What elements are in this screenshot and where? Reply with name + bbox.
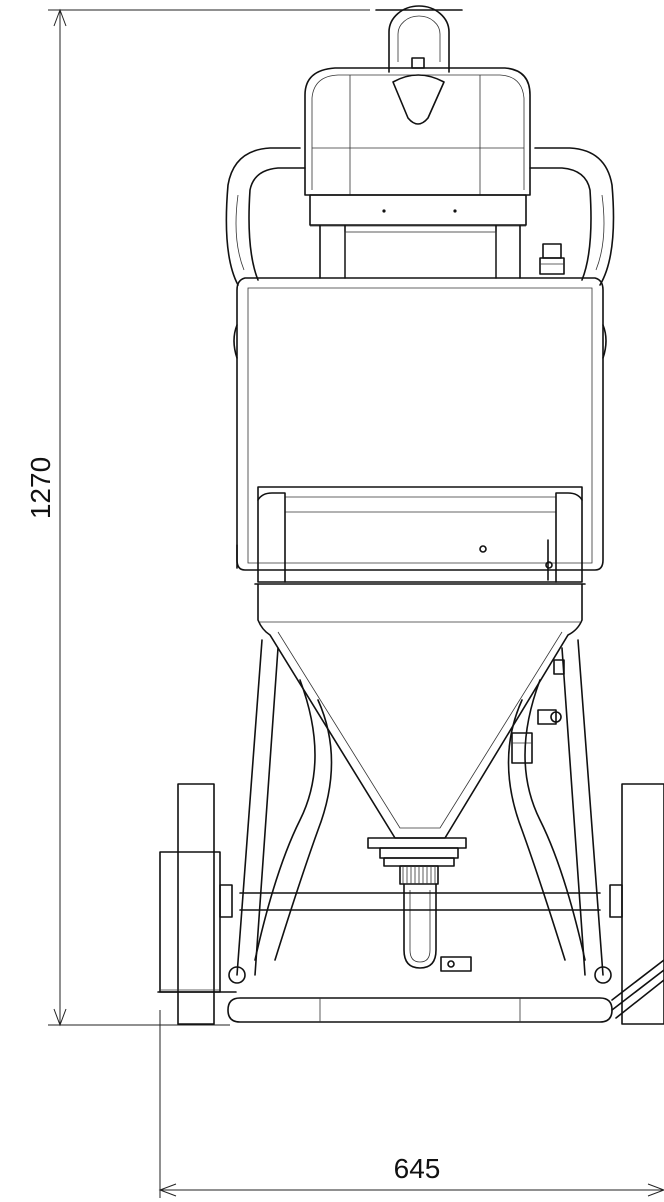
width-dimension-label: 645 (394, 1153, 441, 1184)
height-dimension: 1270 (25, 8, 370, 1027)
motor-hood (304, 67, 531, 279)
width-dimension: 645 (158, 1010, 664, 1198)
main-body (233, 277, 607, 571)
warning-triangle-icon (392, 74, 445, 125)
hopper-top (254, 486, 586, 585)
valve-fittings (511, 659, 565, 764)
frame-legs (236, 639, 604, 976)
left-handle (225, 147, 306, 286)
height-dimension-label: 1270 (25, 457, 56, 519)
base-rail (157, 966, 613, 1023)
right-wheel (609, 783, 664, 1025)
lifting-eye (375, 5, 463, 73)
left-wheel (159, 783, 233, 1025)
hopper-cone (257, 583, 583, 972)
right-handle (529, 147, 615, 286)
gauge-fitting (539, 243, 565, 275)
